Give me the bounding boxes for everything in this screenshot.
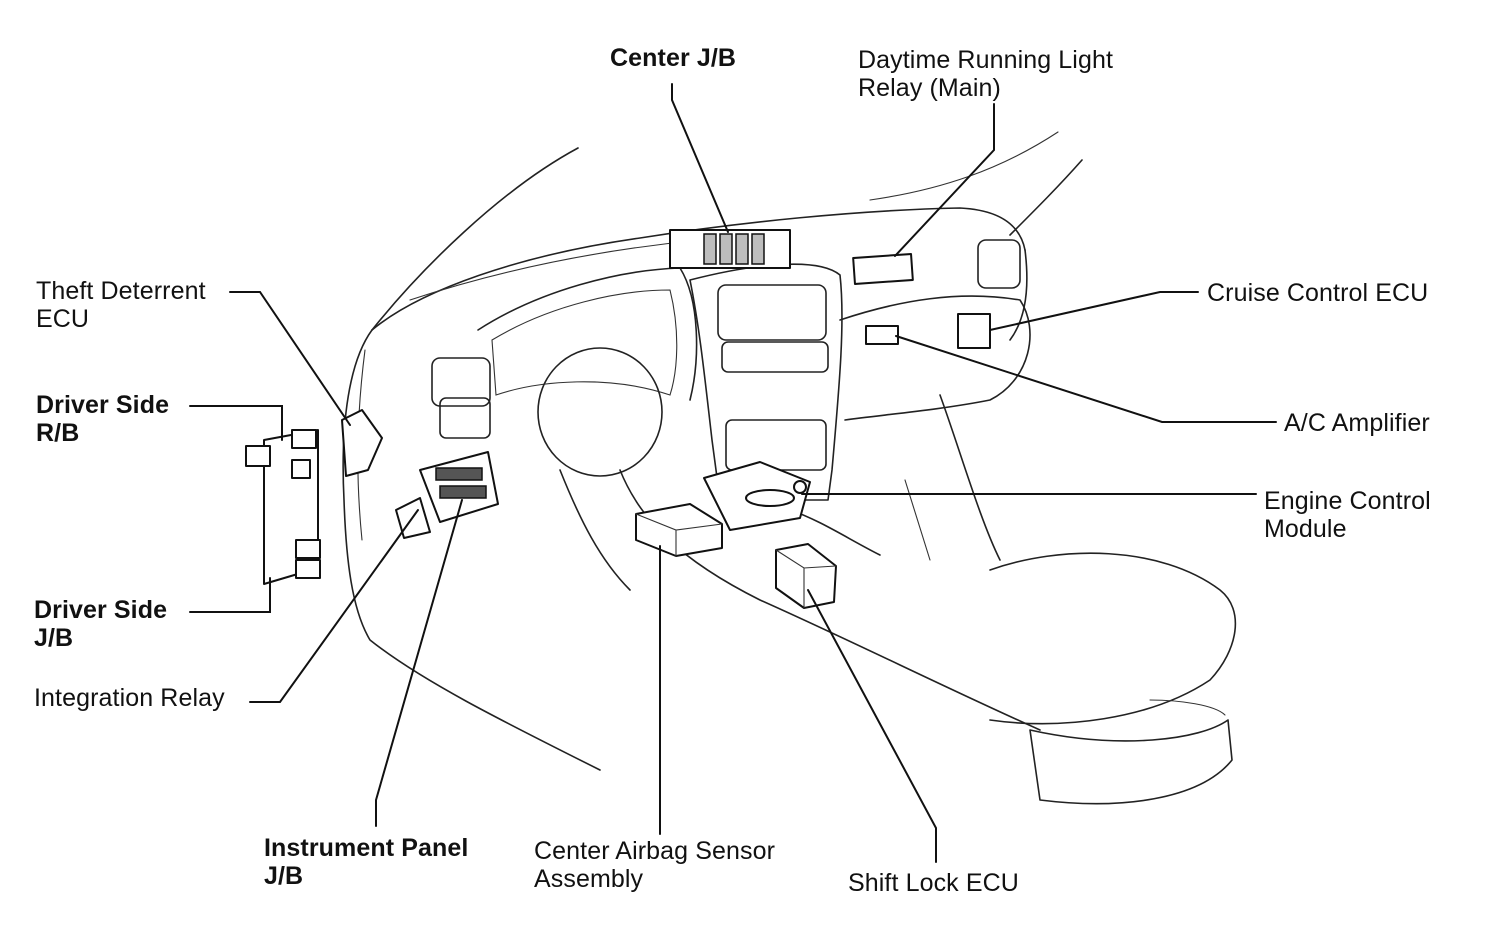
label-integration-relay-text: Integration Relay xyxy=(34,684,225,712)
label-airbag-sensor-line2: Assembly xyxy=(534,865,644,893)
label-drl-relay-line1: Daytime Running Light xyxy=(858,46,1114,74)
label-ac-amplifier-text: A/C Amplifier xyxy=(1284,409,1430,437)
dashboard-top-inner xyxy=(409,239,701,301)
leader-integration-relay xyxy=(249,509,419,703)
airbag-sensor-component xyxy=(635,503,723,557)
leader-driver-rb xyxy=(189,405,283,441)
cluster-inner xyxy=(491,289,678,396)
label-cruise-ecu: Cruise Control ECU xyxy=(1207,279,1428,307)
theft-ecu-component xyxy=(341,409,383,477)
windshield-top-line xyxy=(869,131,1059,201)
leader-theft-ecu xyxy=(229,291,351,426)
driver-side-jb-component xyxy=(245,429,321,585)
center-stack-outline xyxy=(689,263,843,501)
climate-panel xyxy=(721,341,829,373)
label-driver-jb: Driver Side J/B xyxy=(34,596,167,652)
radio-panel xyxy=(717,284,827,341)
label-drl-relay: Daytime Running Light Relay (Main) xyxy=(858,46,1113,102)
windshield-right-edge xyxy=(1009,159,1083,236)
ip-jb-component xyxy=(395,451,499,539)
label-airbag-sensor-line1: Center Airbag Sensor xyxy=(534,837,776,865)
leader-center-jb xyxy=(671,83,729,233)
label-driver-rb: Driver Side R/B xyxy=(36,391,169,447)
console-tray xyxy=(1149,699,1226,716)
label-driver-jb-line1: Driver Side xyxy=(34,596,168,624)
ac-amplifier-component xyxy=(865,325,899,345)
label-ip-jb-line1: Instrument Panel xyxy=(264,834,469,862)
dash-left-contour xyxy=(342,329,601,771)
leader-drl-relay xyxy=(894,103,995,257)
label-ac-amplifier: A/C Amplifier xyxy=(1284,409,1430,437)
label-shift-lock-ecu-text: Shift Lock ECU xyxy=(848,869,1019,897)
ecm-component xyxy=(703,461,811,531)
label-center-jb-text: Center J/B xyxy=(610,44,737,72)
leader-cruise-ecu xyxy=(989,291,1199,331)
label-ecm-line2: Module xyxy=(1264,515,1347,543)
leader-ac-amplifier xyxy=(895,335,1277,423)
cruise-ecu-component xyxy=(957,313,991,349)
steering-hub xyxy=(537,347,663,477)
label-ecm: Engine Control Module xyxy=(1264,487,1431,543)
label-driver-jb-line2: J/B xyxy=(34,624,74,652)
left-vent xyxy=(431,357,491,407)
label-theft-ecu-line1: Theft Deterrent xyxy=(36,277,206,305)
label-ip-jb: Instrument Panel J/B xyxy=(264,834,468,890)
label-theft-ecu: Theft Deterrent ECU xyxy=(36,277,206,333)
label-integration-relay: Integration Relay xyxy=(34,684,225,712)
steering-column xyxy=(559,469,631,591)
label-driver-rb-line1: Driver Side xyxy=(36,391,170,419)
center-jb-component xyxy=(669,229,791,269)
shift-lock-ecu-component xyxy=(775,543,837,609)
left-switch xyxy=(439,397,491,439)
leader-driver-jb xyxy=(189,577,271,613)
label-ecm-line1: Engine Control xyxy=(1264,487,1431,515)
dash-right-lower xyxy=(839,295,1031,421)
dash-right-edge xyxy=(1009,249,1028,341)
label-driver-rb-line2: R/B xyxy=(36,419,80,447)
armrest xyxy=(989,552,1237,725)
right-vent xyxy=(977,239,1021,289)
label-theft-ecu-line2: ECU xyxy=(36,305,90,333)
center-storage xyxy=(725,419,827,471)
label-ip-jb-line2: J/B xyxy=(264,862,304,890)
dashboard-top xyxy=(371,207,1026,331)
label-drl-relay-line2: Relay (Main) xyxy=(858,74,1001,102)
label-shift-lock-ecu: Shift Lock ECU xyxy=(848,869,1019,897)
console-right xyxy=(939,394,1001,561)
windshield-left-edge xyxy=(371,147,579,331)
label-airbag-sensor: Center Airbag Sensor Assembly xyxy=(534,837,775,893)
leader-shift-lock-ecu xyxy=(807,589,937,863)
label-cruise-ecu-text: Cruise Control ECU xyxy=(1207,279,1429,307)
drl-relay-component xyxy=(852,253,914,285)
shift-lever xyxy=(904,479,931,561)
label-center-jb: Center J/B xyxy=(610,44,736,72)
rear-console xyxy=(1029,719,1233,805)
leader-ip-jb xyxy=(375,499,463,827)
cluster-hood xyxy=(477,267,698,401)
